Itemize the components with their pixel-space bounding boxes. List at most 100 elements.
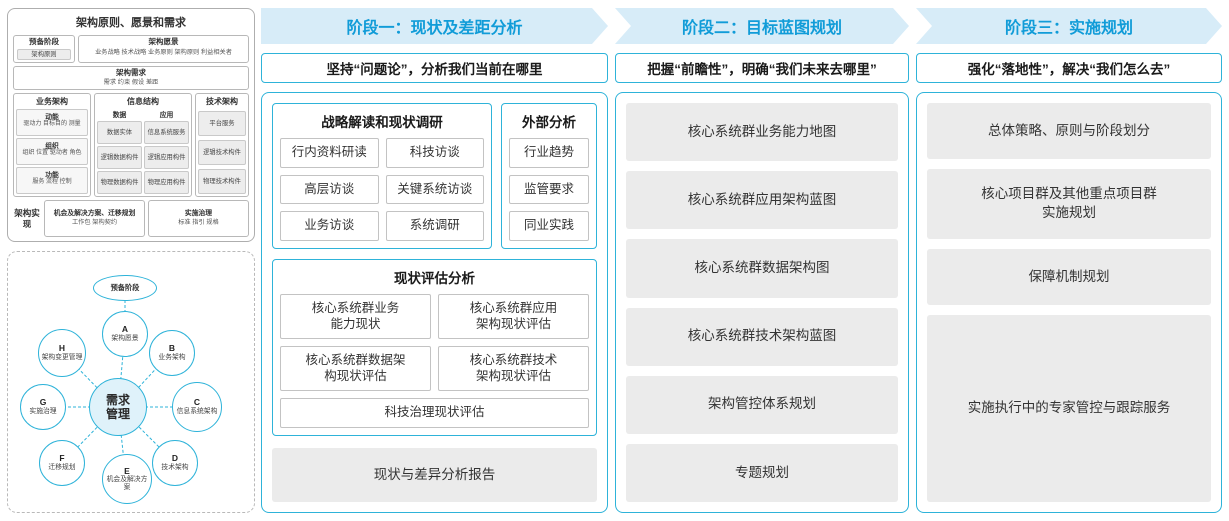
phase-3-column: 阶段三：实施规划 强化“落地性”，解决“我们怎么去” 总体策略、原则与阶段划分 … [916, 8, 1222, 513]
cycle-node-prep: 预备阶段 [93, 275, 157, 301]
external-item: 同业实践 [509, 211, 589, 241]
business-architecture-column: 业务架构 动能 驱动力 目标目的 测量 组织 组织 位置 驱动者 角色 功能 服… [13, 93, 91, 197]
phases-container: 阶段一：现状及差距分析 坚持“问题论”，分析我们当前在哪里 战略解读和现状调研 … [261, 8, 1222, 513]
phase-2-item: 专题规划 [626, 443, 898, 503]
biz-group-function: 功能 服务 流程 控制 [16, 167, 88, 194]
opportunities-migration-box: 机会及解决方案、迁移规划 工作包 架构契约 [44, 200, 145, 237]
phase-3-item: 核心项目群及其他重点项目群 实施规划 [927, 169, 1211, 239]
external-items: 行业趋势 监管要求 同业实践 [509, 138, 589, 241]
architecture-requirements-box: 架构需求 需求 约束 假设 差距 [13, 65, 249, 91]
data-title: 数据 [112, 112, 127, 120]
implementation-governance-box: 实施治理 标准 指引 规格 [148, 200, 249, 237]
architecture-vision-items: 业务战略 技术战略 业务原则 架构原则 利益相关者 [95, 48, 232, 56]
technology-architecture-title: 技术架构 [206, 97, 238, 107]
implementation-governance-title: 实施治理 [184, 210, 213, 218]
phase-3-item: 保障机制规划 [927, 249, 1211, 305]
technology-item: 平台服务 [198, 111, 246, 137]
data-item: 数据实体 [97, 121, 142, 145]
phase-1-body: 战略解读和现状调研 行内资料研读 科技访谈 高层访谈 关键系统访谈 业务访谈 系… [261, 92, 608, 513]
research-item: 系统调研 [385, 211, 484, 241]
phase-2-item: 核心系统群业务能力地图 [626, 103, 898, 162]
research-item: 业务访谈 [280, 211, 379, 241]
architecture-domains-row: 业务架构 动能 驱动力 目标目的 测量 组织 组织 位置 驱动者 角色 功能 服… [13, 93, 249, 197]
research-item: 科技访谈 [385, 138, 484, 168]
cycle-node-c: C 信息系统架构 [172, 382, 222, 432]
left-column: 架构原则、愿景和需求 预备阶段 架构原则 架构愿景 业务战略 技术战略 业务原则… [7, 8, 255, 513]
phase-2-header: 阶段二：目标蓝图规划 [615, 8, 909, 44]
application-item: 信息系统服务 [144, 121, 189, 145]
technology-architecture-column: 技术架构 平台服务 逻辑技术构件 物理技术构件 [195, 93, 249, 197]
technology-item: 逻辑技术构件 [198, 140, 246, 166]
gap-analysis-report: 现状与差异分析报告 [272, 448, 597, 502]
data-item: 物理数据构件 [97, 171, 142, 194]
adm-cycle-panel: 预备阶段 A 架构愿景 B 业务架构 C 信息系统架构 D 技术架构 E 机会及… [7, 251, 255, 513]
information-subcolumns: 数据 数据实体 逻辑数据构件 物理数据构件 应用 信息系统服务 逻辑应用构件 物… [97, 109, 189, 194]
information-structure-column: 信息结构 数据 数据实体 逻辑数据构件 物理数据构件 应用 信息系统服务 逻辑应… [94, 93, 192, 197]
research-title: 战略解读和现状调研 [321, 115, 443, 130]
prep-phase-item: 架构原则 [17, 48, 71, 60]
prep-phase-box: 预备阶段 架构原则 [13, 35, 75, 63]
phase-2-item: 核心系统群应用架构蓝图 [626, 171, 898, 230]
research-box: 战略解读和现状调研 行内资料研读 科技访谈 高层访谈 关键系统访谈 业务访谈 系… [272, 103, 492, 249]
information-structure-title: 信息结构 [127, 97, 159, 107]
phase-3-body: 总体策略、原则与阶段划分 核心项目群及其他重点项目群 实施规划 保障机制规划 实… [916, 92, 1222, 513]
research-grid: 行内资料研读 科技访谈 高层访谈 关键系统访谈 业务访谈 系统调研 [280, 138, 484, 241]
architecture-vision-title: 架构愿景 [148, 37, 179, 46]
research-item: 关键系统访谈 [385, 174, 484, 205]
assessment-item: 核心系统群应用 架构现状评估 [438, 293, 589, 340]
biz-group-motivation: 动能 驱动力 目标目的 测量 [16, 109, 88, 137]
opportunities-migration-title: 机会及解决方案、迁移规划 [53, 210, 136, 218]
phase-3-subtitle: 强化“落地性”，解决“我们怎么去” [916, 53, 1222, 83]
assessment-item: 核心系统群业务 能力现状 [280, 293, 431, 340]
cycle-node-f: F 迁移规划 [39, 440, 85, 486]
external-item: 行业趋势 [509, 138, 589, 168]
research-item: 行内资料研读 [280, 138, 379, 168]
cycle-center-requirements: 需求管理 [89, 378, 147, 436]
biz-group-title: 功能 [45, 172, 59, 180]
biz-group-desc: 组织 位置 驱动者 角色 [22, 150, 82, 157]
biz-group-organization: 组织 组织 位置 驱动者 角色 [16, 138, 88, 166]
cycle-node-b: B 业务架构 [149, 330, 195, 376]
data-subcolumn: 数据 数据实体 逻辑数据构件 物理数据构件 [97, 109, 142, 194]
cycle-node-h: H 架构变更管理 [38, 329, 86, 377]
assessment-item: 核心系统群技术 架构现状评估 [438, 346, 589, 392]
phase-2-column: 阶段二：目标蓝图规划 把握“前瞻性”，明确“我们未来去哪里” 核心系统群业务能力… [615, 8, 909, 513]
architecture-implementation-label: 架构实现 [14, 208, 40, 229]
phase-3-header: 阶段三：实施规划 [916, 8, 1222, 44]
cycle-node-label: 预备阶段 [110, 282, 140, 292]
phase-2-body: 核心系统群业务能力地图 核心系统群应用架构蓝图 核心系统群数据架构图 核心系统群… [615, 92, 909, 513]
assessment-item: 核心系统群数据架 构现状评估 [280, 346, 431, 392]
phase-1-subtitle: 坚持“问题论”，分析我们当前在哪里 [261, 53, 608, 83]
phase-3-item: 总体策略、原则与阶段划分 [927, 103, 1211, 159]
data-item: 逻辑数据构件 [97, 146, 142, 170]
biz-group-title: 动能 [45, 114, 59, 122]
architecture-framework-panel: 架构原则、愿景和需求 预备阶段 架构原则 架构愿景 业务战略 技术战略 业务原则… [7, 8, 255, 242]
cycle-node-a: A 架构愿景 [102, 311, 148, 357]
architecture-requirements-title: 架构需求 [116, 67, 146, 77]
biz-group-title: 组织 [45, 143, 59, 151]
external-analysis-box: 外部分析 行业趋势 监管要求 同业实践 [501, 103, 597, 249]
application-title: 应用 [159, 112, 174, 120]
cycle-node-d: D 技术架构 [152, 440, 198, 486]
phase-2-item: 架构管控体系规划 [626, 375, 898, 434]
phase-3-item: 实施执行中的专家管控与跟踪服务 [927, 315, 1211, 502]
cycle-node-g: G 实施治理 [20, 384, 66, 430]
prep-phase-title: 预备阶段 [29, 37, 59, 46]
phase-1-header: 阶段一：现状及差距分析 [261, 8, 608, 44]
biz-group-desc: 服务 流程 控制 [32, 179, 72, 186]
phase-2-subtitle: 把握“前瞻性”，明确“我们未来去哪里” [615, 53, 909, 83]
application-subcolumn: 应用 信息系统服务 逻辑应用构件 物理应用构件 [144, 109, 189, 194]
cycle-center-label: 需求管理 [105, 392, 130, 421]
biz-group-desc: 驱动力 目标目的 测量 [23, 121, 81, 128]
assessment-box: 现状评估分析 核心系统群业务 能力现状 核心系统群应用 架构现状评估 核心系统群… [272, 258, 597, 436]
phase-1-column: 阶段一：现状及差距分析 坚持“问题论”，分析我们当前在哪里 战略解读和现状调研 … [261, 8, 608, 513]
architecture-vision-box: 架构愿景 业务战略 技术战略 业务原则 架构原则 利益相关者 [78, 35, 249, 63]
cycle-node-e: E 机会及解决方案 [102, 454, 152, 504]
external-item: 监管要求 [509, 174, 589, 205]
phase-1-top-row: 战略解读和现状调研 行内资料研读 科技访谈 高层访谈 关键系统访谈 业务访谈 系… [272, 103, 597, 249]
application-item: 逻辑应用构件 [144, 146, 189, 170]
assessment-grid: 核心系统群业务 能力现状 核心系统群应用 架构现状评估 核心系统群数据架 构现状… [280, 293, 589, 428]
implementation-governance-items: 标准 指引 规格 [178, 219, 219, 227]
application-item: 物理应用构件 [144, 171, 189, 194]
